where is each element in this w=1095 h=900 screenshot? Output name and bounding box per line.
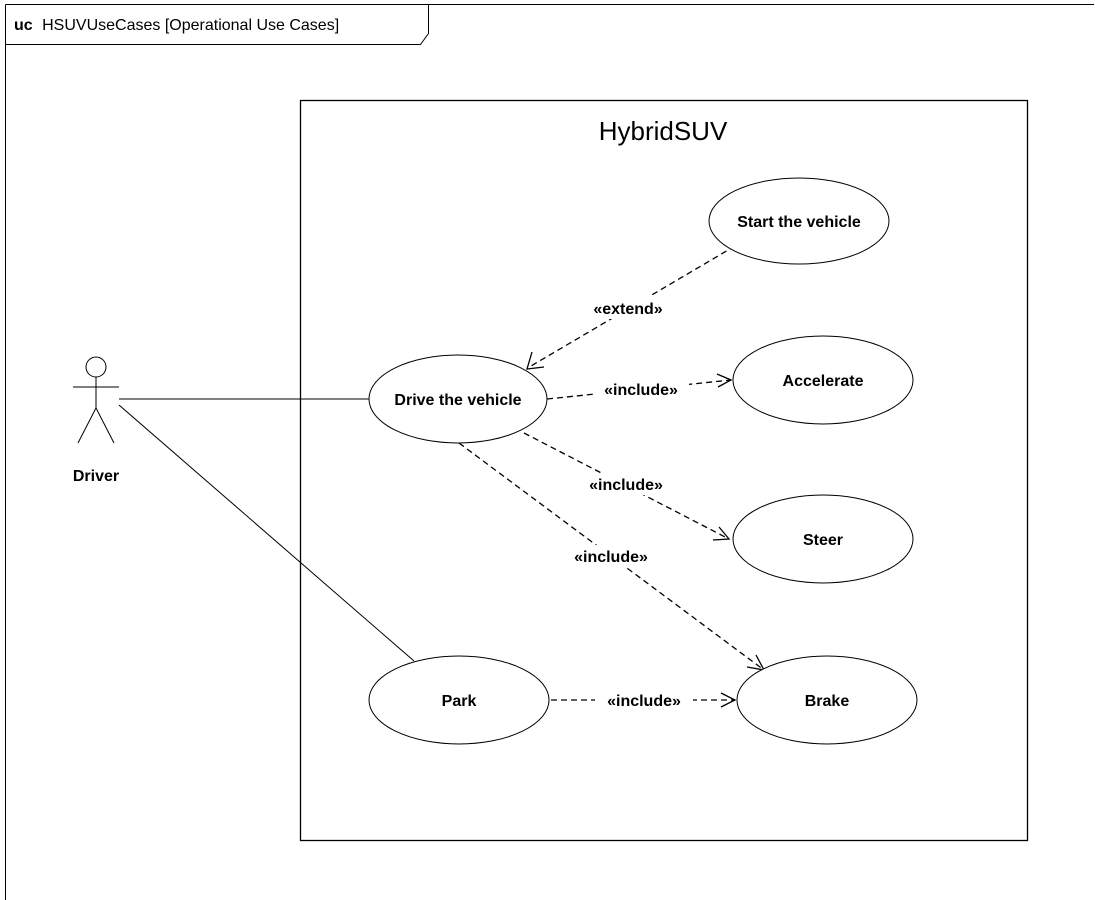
use-case-brake-label: Brake: [805, 693, 850, 710]
label-include-park-brake: «include»: [595, 689, 693, 711]
use-case-accelerate-label: Accelerate: [783, 373, 864, 390]
use-case-start-label: Start the vehicle: [737, 214, 861, 231]
use-case-steer[interactable]: Steer: [732, 494, 914, 584]
use-case-park-label: Park: [442, 693, 477, 710]
frame-name-tab: [5, 4, 429, 45]
actor-left-leg: [77, 407, 97, 444]
label-include-park-brake-text: «include»: [607, 693, 681, 710]
use-case-drive-label: Drive the vehicle: [394, 392, 521, 409]
use-case-drive-ellipse: [368, 354, 548, 444]
system-boundary-rect: [299, 99, 1029, 842]
use-case-park[interactable]: Park: [368, 655, 550, 745]
actor-driver[interactable]: Driver: [73, 356, 119, 485]
include-arrowhead-park-brake: [720, 692, 737, 708]
use-case-start-ellipse: [708, 177, 890, 265]
include-arrowhead-accelerate: [716, 373, 733, 388]
label-include-brake-text: «include»: [574, 549, 648, 566]
label-include-accelerate-text: «include»: [604, 382, 678, 399]
system-boundary: HybridSUV: [299, 99, 1029, 842]
include-arrowhead-brake: [746, 654, 766, 671]
actor-head: [85, 356, 107, 378]
actor-right-leg: [95, 407, 115, 444]
use-case-accelerate-ellipse: [732, 335, 914, 425]
system-name: HybridSUV: [599, 116, 728, 146]
label-extend-text: «extend»: [593, 301, 662, 318]
label-include-steer: «include»: [578, 473, 674, 495]
use-case-brake[interactable]: Brake: [736, 655, 918, 745]
use-case-steer-ellipse: [732, 494, 914, 584]
use-case-brake-ellipse: [736, 655, 918, 745]
label-include-accelerate: «include»: [593, 377, 689, 399]
use-case-park-ellipse: [368, 655, 550, 745]
frame-name: HSUVUseCases [Operational Use Cases]: [42, 17, 339, 34]
label-include-park-brake-bg: [595, 689, 693, 711]
diagram-frame: uc HSUVUseCases [Operational Use Cases]: [5, 4, 1094, 900]
include-arrowhead-steer: [712, 526, 731, 541]
label-extend: «extend»: [582, 295, 674, 319]
use-case-start-the-vehicle[interactable]: Start the vehicle: [708, 177, 890, 265]
association-driver-park: [118, 404, 415, 662]
frame-title: uc HSUVUseCases [Operational Use Cases]: [14, 17, 339, 34]
label-include-brake: «include»: [563, 545, 659, 567]
frame-keyword: uc: [14, 17, 33, 34]
use-case-drive-the-vehicle[interactable]: Drive the vehicle: [368, 354, 548, 444]
extend-arrowhead: [526, 351, 545, 370]
extend-start-drive: [526, 245, 736, 370]
use-case-accelerate[interactable]: Accelerate: [732, 335, 914, 425]
label-extend-bg: [582, 295, 674, 319]
label-include-steer-text: «include»: [589, 477, 663, 494]
actor-name: Driver: [73, 468, 119, 485]
label-include-brake-bg: [563, 545, 659, 567]
label-include-accelerate-bg: [593, 377, 689, 399]
use-case-steer-label: Steer: [803, 532, 843, 549]
label-include-steer-bg: [578, 473, 674, 495]
